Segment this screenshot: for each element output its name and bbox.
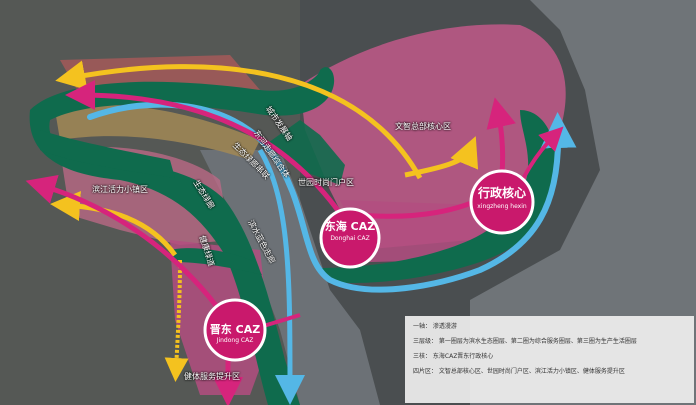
legend-axis: 一轴： 渗透漫游	[413, 323, 457, 330]
yellow-arrow-north	[55, 60, 423, 180]
sea-water	[470, 0, 696, 405]
hub-jindong	[203, 298, 267, 362]
hub-jindong-sub: Jindong CAZ	[216, 337, 254, 344]
label-wenzhi-core: 文智总部核心区	[395, 122, 451, 131]
yellow-arrow-east	[404, 136, 479, 178]
yellow-arrow-west	[50, 191, 178, 257]
label-dihui-gateway: 世园时尚门户区	[298, 178, 354, 187]
hub-jindong-title: 晋东 CAZ	[209, 323, 261, 336]
legend-layers: 三层级： 第一圈层为滨水生态圈层、第二圈为综合服务圈层、第三圈为生产生活圈层	[413, 338, 637, 345]
legend-zones: 四片区： 文智总部核心区、世园时尚门户区、滨江活力小镇区、健体服务提升区	[413, 368, 625, 375]
hub-donghai-sub: Donghai CAZ	[330, 235, 370, 242]
magenta-arrow-north	[65, 80, 353, 230]
hub-donghai-title: 东海 CAZ	[324, 220, 376, 233]
green-ring-east	[318, 110, 556, 283]
hub-xingzheng-sub: xingzheng hexin	[477, 203, 527, 210]
blue-arrow-south	[257, 148, 305, 405]
yellow-arrow-south	[164, 259, 189, 382]
green-ring-inner	[40, 130, 175, 178]
hub-donghai	[319, 207, 381, 269]
label-binjiang-town: 滨江活力小镇区	[92, 185, 148, 194]
green-link	[265, 120, 345, 185]
blue-arrow-ring	[87, 101, 577, 293]
label-health-zone: 健体服务提升区	[184, 372, 240, 381]
green-belt-mid	[170, 248, 262, 275]
legend-panel: 一轴： 渗透漫游 三层级： 第一圈层为滨水生态圈层、第二圈为综合服务圈层、第三圈…	[405, 316, 694, 403]
riverbank-sand	[55, 104, 260, 160]
hub-xingzheng-title: 行政核心	[477, 186, 526, 200]
legend-cores: 三核： 东海CAZ晋东行政核心	[413, 353, 494, 360]
hub-xingzheng	[469, 169, 535, 235]
